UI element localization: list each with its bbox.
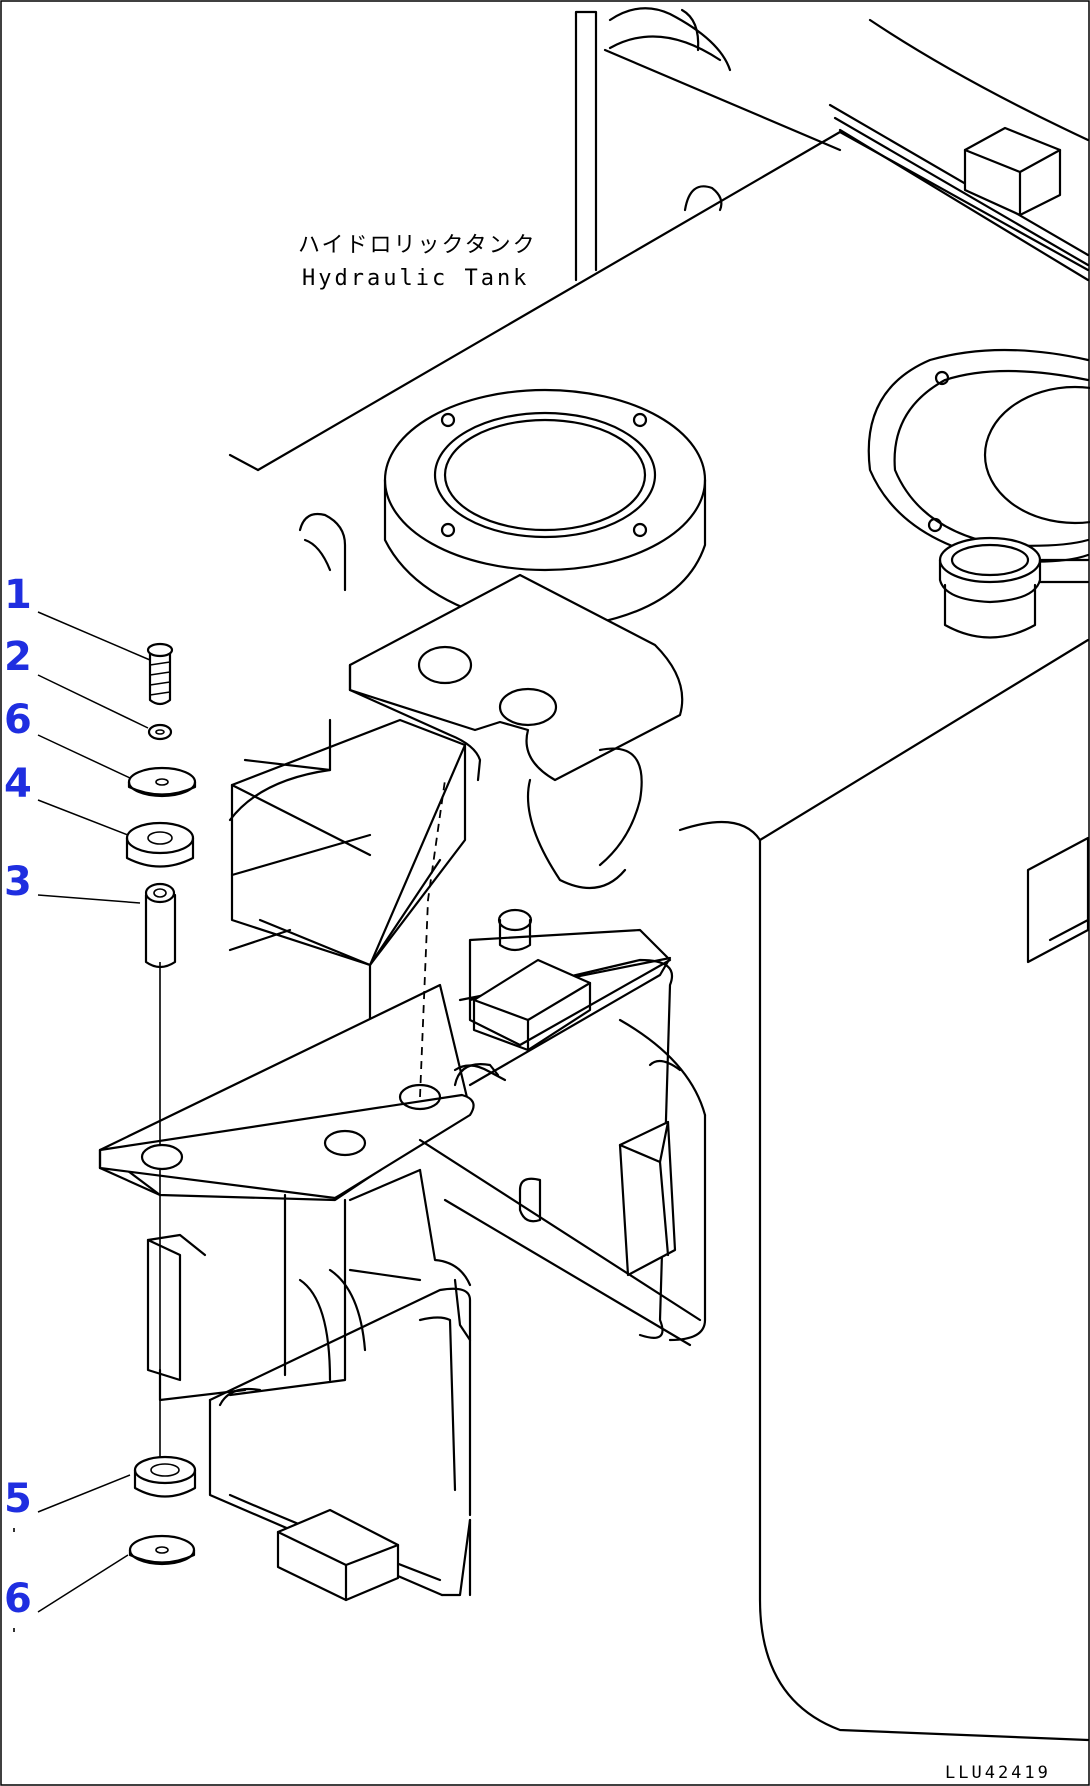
callout-numbers: 1 2 6 4 3 5 6: [4, 572, 32, 1622]
part-2-spring-washer: [147, 723, 173, 741]
callout-1: 1: [4, 572, 32, 618]
leader-lines: [13, 611, 151, 1632]
tank-label-english: Hydraulic Tank: [302, 266, 529, 291]
part-4-rubber-cushion-upper: [125, 821, 195, 868]
drawing-code: LLU42419: [945, 1763, 1051, 1783]
part-6-flat-washer-upper: [127, 766, 197, 798]
part-1-bolt: [146, 642, 174, 706]
part-3-collar: [144, 882, 177, 969]
callout-2: 2: [4, 634, 32, 680]
exploded-hardware: [125, 642, 197, 1566]
callout-6-upper: 6: [4, 697, 32, 743]
lower-mount-plate: [98, 779, 707, 1347]
part-6-flat-washer-lower: [128, 1534, 196, 1566]
callout-3: 3: [4, 859, 32, 905]
callout-5: 5: [4, 1476, 32, 1522]
tank-label-japanese: ハイドロリックタンク: [298, 233, 537, 258]
callout-4: 4: [4, 761, 32, 807]
hydraulic-tank-body: [228, 7, 1090, 1742]
upper-mounting-bracket: [228, 573, 684, 1072]
lower-frame-bracket: [146, 1168, 472, 1602]
part-5-rubber-cushion-lower: [133, 1455, 197, 1498]
callout-6-lower: 6: [4, 1576, 32, 1622]
tank-label: ハイドロリックタンク Hydraulic Tank: [298, 233, 537, 291]
